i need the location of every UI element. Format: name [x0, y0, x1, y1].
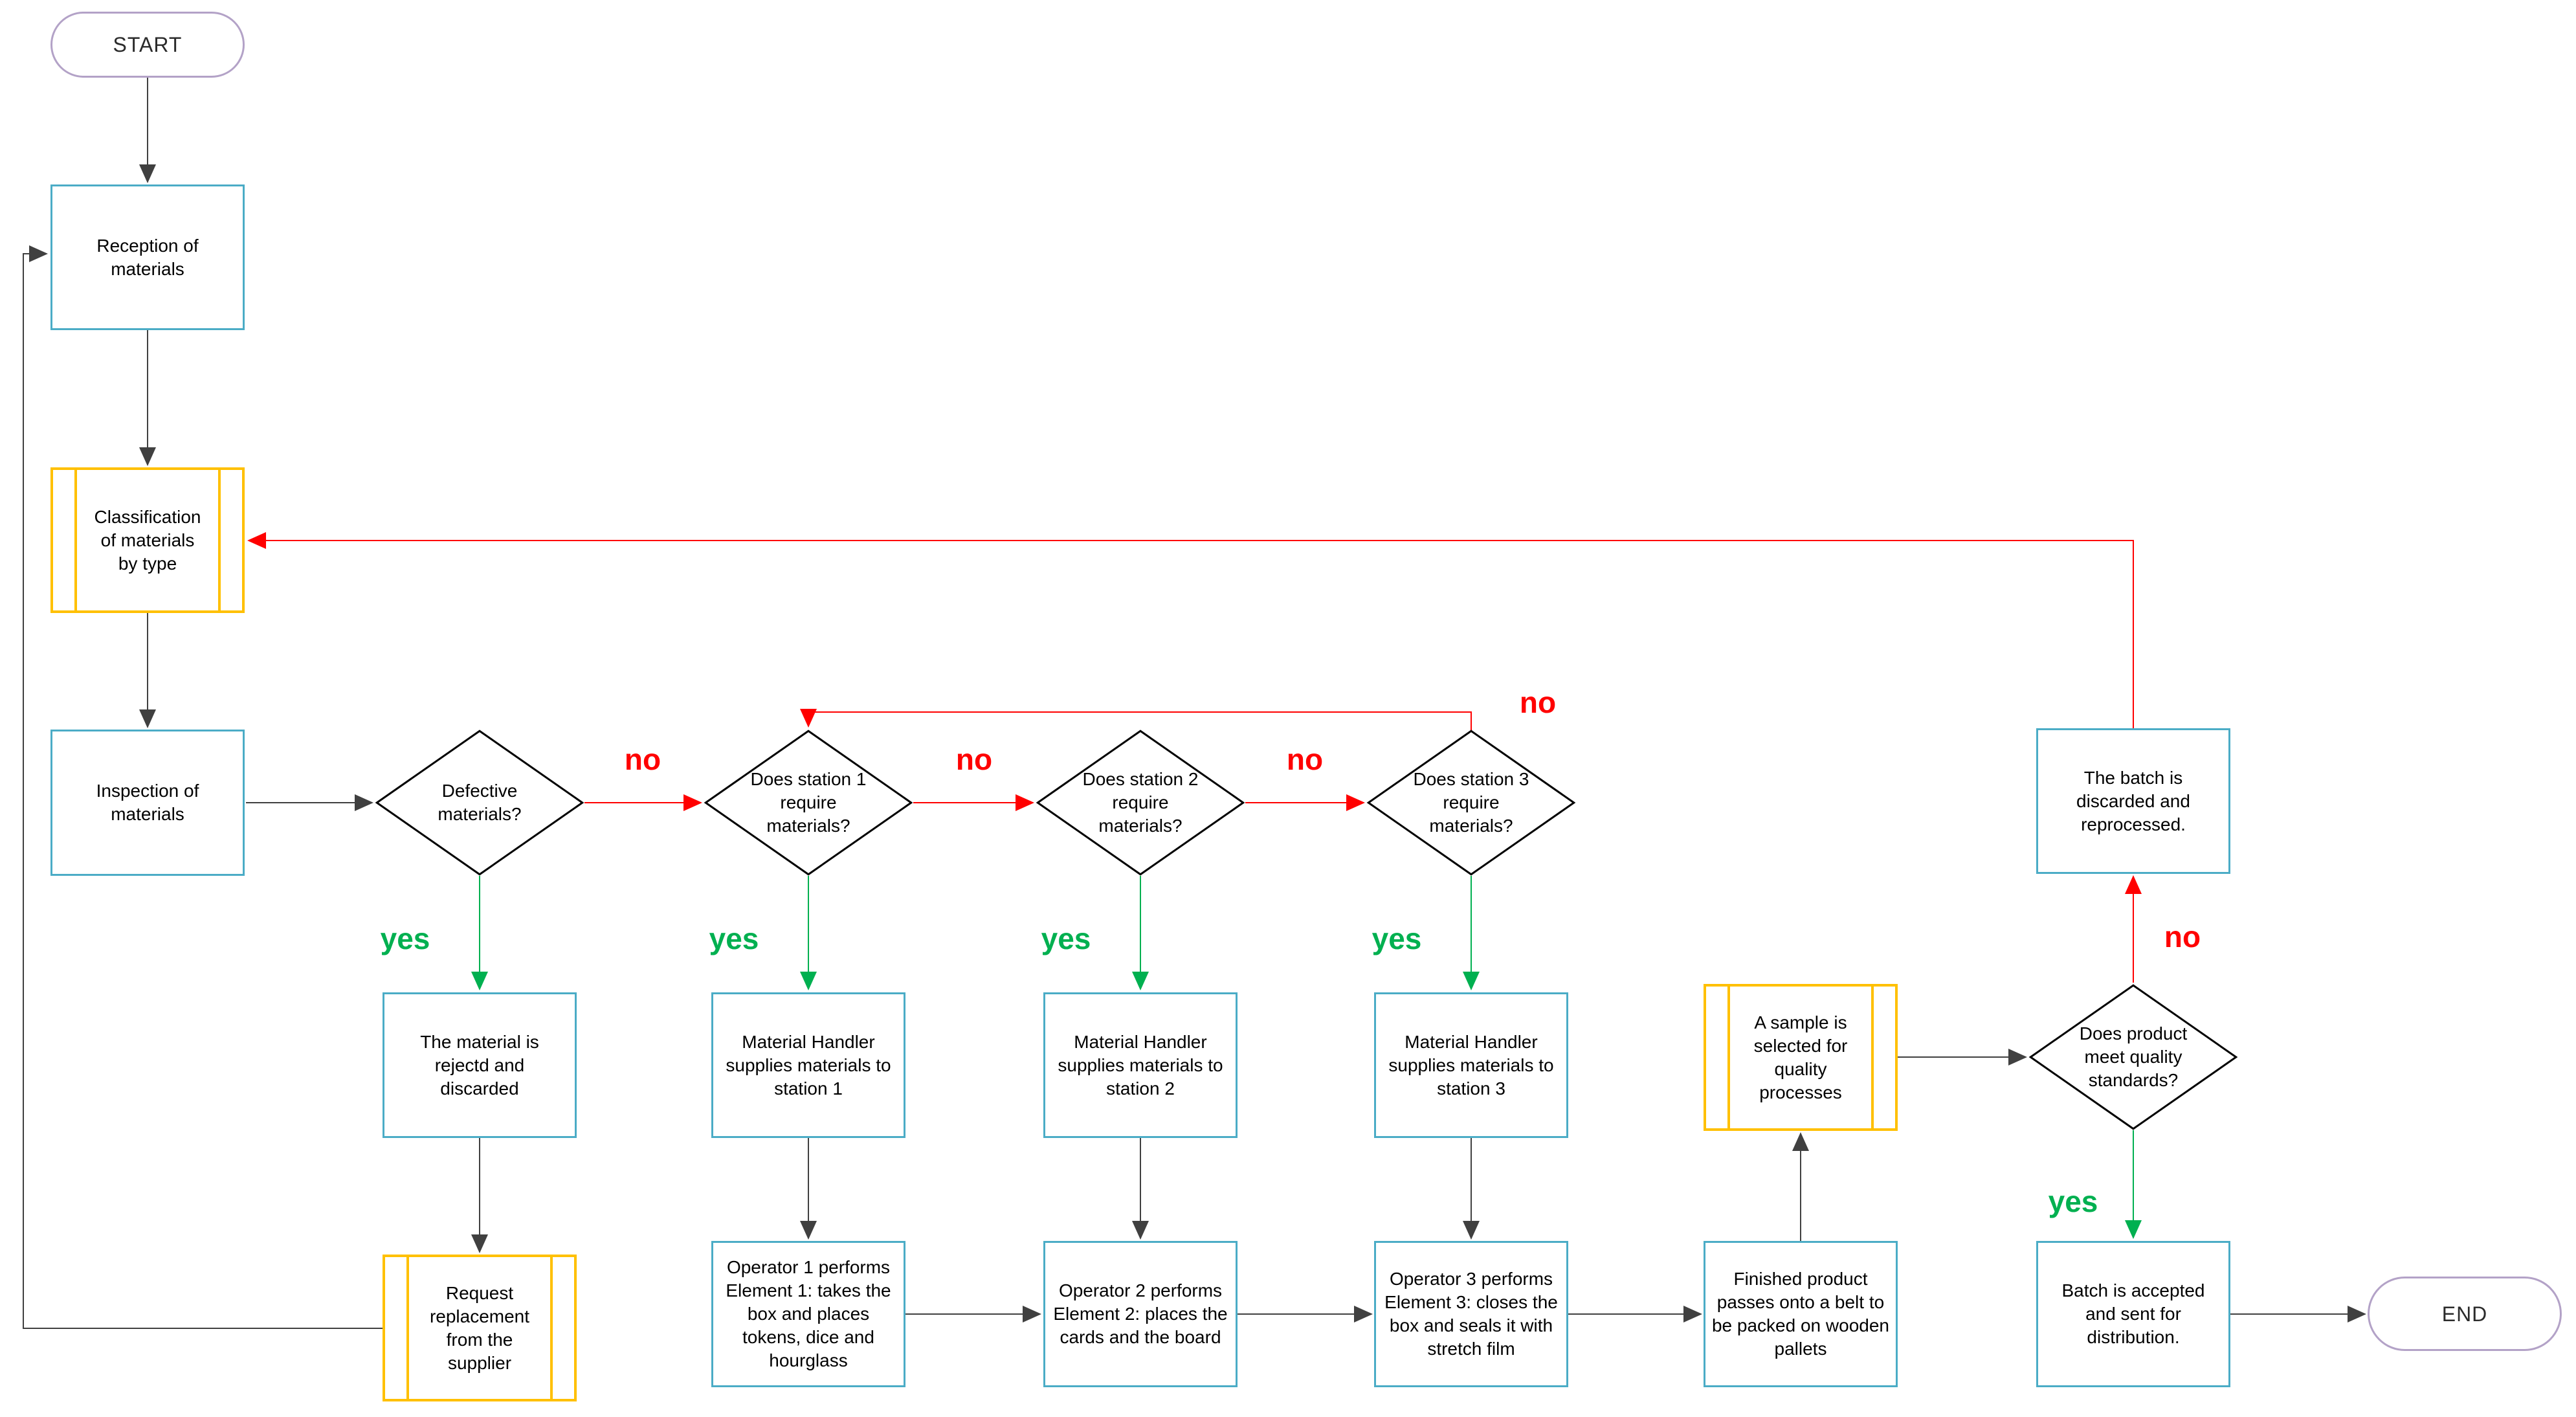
diamond-shape [1366, 730, 1576, 876]
node-batch-accepted: Batch is accepted and sent for distribut… [2036, 1241, 2230, 1387]
node-label: Inspection of materials [96, 781, 199, 824]
node-sample-selected: A sample is selected for quality process… [1704, 984, 1898, 1131]
diamond-shape [375, 730, 584, 876]
edge-label-no-station1: no [955, 742, 993, 776]
node-label: Request replacement from the supplier [429, 1282, 530, 1373]
node-label: Does station 2 require materials? [1082, 769, 1199, 836]
node-label: A sample is selected for quality process… [1753, 1012, 1848, 1102]
node-label: Does product meet quality standards? [2079, 1023, 2188, 1090]
node-start-terminator: START [50, 12, 245, 78]
node-end-terminator: END [2368, 1277, 2562, 1351]
node-label: START [113, 33, 183, 56]
diamond-shape [1036, 730, 1245, 876]
node-label: Batch is accepted and sent for distribut… [2061, 1280, 2205, 1347]
node-operator-1: Operator 1 performs Element 1: takes the… [711, 1241, 905, 1387]
node-label: Material Handler supplies materials to s… [726, 1031, 891, 1099]
node-label: The material is rejectd and discarded [420, 1031, 539, 1099]
node-material-handler-1: Material Handler supplies materials to s… [711, 992, 905, 1138]
node-label: Material Handler supplies materials to s… [1058, 1031, 1223, 1099]
diamond-shape [2028, 984, 2238, 1130]
node-material-rejected: The material is rejectd and discarded [383, 992, 577, 1138]
node-label: The batch is discarded and reprocessed. [2076, 767, 2190, 834]
node-label: Operator 2 performs Element 2: places th… [1053, 1280, 1228, 1347]
edge-label-yes-station3: yes [1371, 922, 1422, 955]
edge-label-no-station2: no [1286, 742, 1324, 776]
edge-label-no-quality: no [2164, 920, 2201, 954]
edge-label-no-station3-loop: no [1519, 686, 1557, 719]
edge-label-yes-station1: yes [709, 922, 759, 955]
node-batch-discarded: The batch is discarded and reprocessed. [2036, 728, 2230, 874]
node-reception: Reception of materials [50, 184, 245, 330]
node-material-handler-3: Material Handler supplies materials to s… [1374, 992, 1568, 1138]
node-label: Material Handler supplies materials to s… [1388, 1031, 1554, 1099]
node-label: Does station 1 require materials? [750, 769, 867, 836]
flow-no-station3-loop-to-station1 [800, 709, 1472, 730]
edge-label-no-defective: no [624, 742, 661, 776]
node-material-handler-2: Material Handler supplies materials to s… [1043, 992, 1238, 1138]
node-inspection: Inspection of materials [50, 730, 245, 876]
edge-label-yes-defective: yes [380, 922, 430, 955]
node-label: Operator 3 performs Element 3: closes th… [1384, 1269, 1558, 1359]
node-label: Operator 1 performs Element 1: takes the… [726, 1257, 891, 1370]
node-decision-station3: Does station 3 require materials? [1366, 730, 1576, 876]
flow-discarded-to-classification [247, 532, 2134, 728]
node-finished-product: Finished product passes onto a belt to b… [1704, 1241, 1898, 1387]
node-classification: Classification of materials by type [50, 467, 245, 613]
flow-request-to-reception [23, 245, 383, 1329]
node-decision-station1: Does station 1 require materials? [704, 730, 913, 876]
edge-label-yes-station2: yes [1041, 922, 1091, 955]
node-label: Finished product passes onto a belt to b… [1711, 1269, 1889, 1359]
node-decision-defective: Defective materials? [375, 730, 584, 876]
node-label: Classification of materials by type [94, 506, 201, 574]
node-decision-station2: Does station 2 require materials? [1036, 730, 1245, 876]
node-label: END [2441, 1302, 2488, 1326]
node-label: Reception of materials [96, 235, 199, 279]
node-operator-2: Operator 2 performs Element 2: places th… [1043, 1241, 1238, 1387]
node-label: Does station 3 require materials? [1413, 769, 1529, 836]
node-request-replacement: Request replacement from the supplier [383, 1255, 577, 1401]
node-decision-quality: Does product meet quality standards? [2028, 984, 2238, 1130]
diamond-shape [704, 730, 913, 876]
node-operator-3: Operator 3 performs Element 3: closes th… [1374, 1241, 1568, 1387]
node-label: Defective materials? [438, 781, 522, 824]
edge-label-yes-quality: yes [2048, 1185, 2098, 1218]
